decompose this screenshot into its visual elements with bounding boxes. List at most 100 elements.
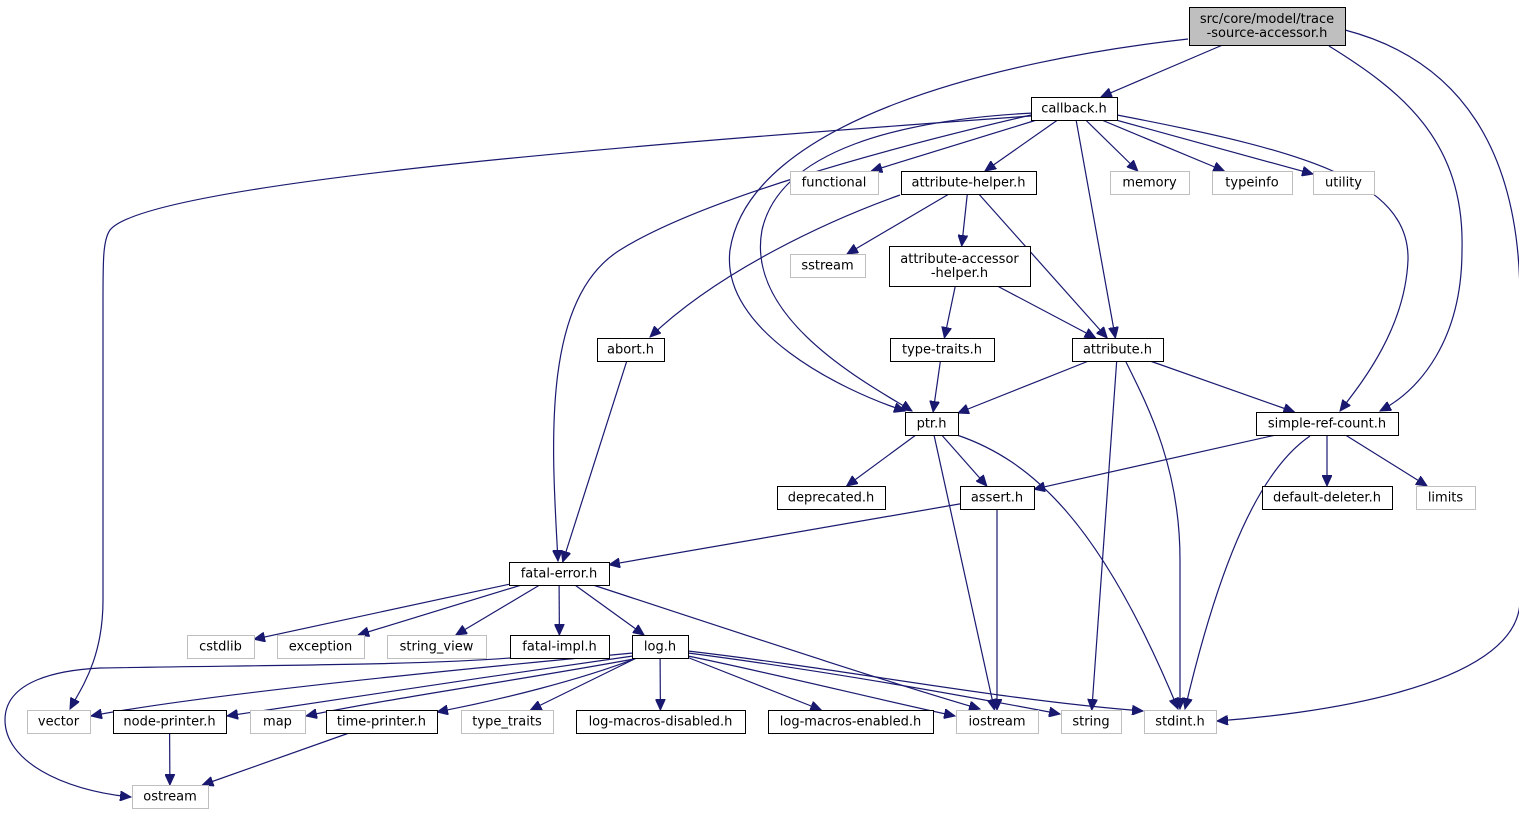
edge-typetraitsh-to-ptr xyxy=(933,360,941,412)
fatal-error-node[interactable]: fatal-error.h xyxy=(509,562,610,586)
node-label: cstdlib xyxy=(199,640,242,655)
node-box xyxy=(113,710,227,734)
edge-callback-to-functional xyxy=(871,119,1037,171)
edge-simpleref-to-limits xyxy=(1345,434,1427,486)
node-label: log-macros-disabled.h xyxy=(589,715,733,730)
node-box xyxy=(1416,486,1476,510)
edge-ptr-to-assert xyxy=(941,434,987,486)
node-box xyxy=(277,635,365,659)
edge-root-to-ptr xyxy=(728,38,1189,411)
utility-node: utility xyxy=(1313,171,1375,195)
node-box xyxy=(576,710,746,734)
node-box xyxy=(1110,171,1190,195)
iostream-node: iostream xyxy=(956,710,1039,734)
edge-attrhelper-to-abort xyxy=(650,194,901,337)
edge-attrhelper-to-attribute xyxy=(978,193,1107,338)
node-label: callback.h xyxy=(1041,102,1107,117)
edge-fatalerror-to-cstdlib xyxy=(254,583,510,639)
node-box xyxy=(1144,710,1217,734)
node-box xyxy=(1212,171,1293,195)
edge-fatalerror-to-exception xyxy=(358,584,522,635)
node-box xyxy=(901,171,1037,195)
type-traits-std-node: type_traits xyxy=(461,710,554,734)
node-label: default-deleter.h xyxy=(1273,491,1381,506)
log-macros-enabled-node[interactable]: log-macros-enabled.h xyxy=(768,710,934,734)
edge-log-to-map xyxy=(306,658,635,716)
edge-assert-to-fatalerror xyxy=(609,503,961,565)
node-box xyxy=(132,785,209,809)
ptr-node[interactable]: ptr.h xyxy=(905,412,959,436)
edge-attrhelper-to-attracc xyxy=(962,193,968,246)
edge-log-to-vector xyxy=(91,652,634,716)
node-label: fatal-error.h xyxy=(521,567,598,582)
node-label: simple-ref-count.h xyxy=(1268,417,1386,432)
node-label: deprecated.h xyxy=(788,491,874,506)
edge-attribute-to-string xyxy=(1092,360,1118,710)
node-label: map xyxy=(263,715,292,730)
exception-node: exception xyxy=(277,635,365,659)
cstdlib-node: cstdlib xyxy=(187,635,255,659)
node-box xyxy=(1256,412,1399,436)
node-label: abort.h xyxy=(607,343,654,358)
time-printer-node[interactable]: time-printer.h xyxy=(326,710,438,734)
node-label: vector xyxy=(38,715,80,730)
node-label: type_traits xyxy=(472,715,542,730)
sstream-node: sstream xyxy=(790,254,866,278)
assert-node[interactable]: assert.h xyxy=(960,486,1035,510)
node-box xyxy=(960,486,1035,510)
node-box xyxy=(1262,486,1393,510)
node-box xyxy=(597,338,665,362)
node-label: node-printer.h xyxy=(123,715,215,730)
attribute-node[interactable]: attribute.h xyxy=(1072,338,1164,362)
node-box xyxy=(250,710,306,734)
edge-callback-to-attrhelper xyxy=(985,119,1058,171)
edge-root-to-simpleref xyxy=(1328,45,1463,411)
edge-log-to-iostream xyxy=(687,655,955,716)
node-box xyxy=(187,635,255,659)
node-label: attribute-helper.h xyxy=(911,176,1025,191)
node-box xyxy=(1061,710,1122,734)
node-label: iostream xyxy=(968,715,1025,730)
node-box xyxy=(890,338,995,362)
typeinfo-node: typeinfo xyxy=(1212,171,1293,195)
callback-node[interactable]: callback.h xyxy=(1031,97,1118,121)
log-node[interactable]: log.h xyxy=(632,635,689,659)
node-box xyxy=(387,635,487,659)
attribute-accessor-helper-node[interactable]: attribute-accessor-helper.h xyxy=(889,246,1031,287)
functional-node: functional xyxy=(790,171,879,195)
log-macros-disabled-node[interactable]: log-macros-disabled.h xyxy=(576,710,746,734)
node-printer-node[interactable]: node-printer.h xyxy=(113,710,227,734)
map-node: map xyxy=(250,710,306,734)
attribute-helper-node[interactable]: attribute-helper.h xyxy=(901,171,1037,195)
simple-ref-count-node[interactable]: simple-ref-count.h xyxy=(1256,412,1399,436)
edge-ptr-to-stdint xyxy=(956,434,1178,709)
type-traits-node[interactable]: type-traits.h xyxy=(890,338,995,362)
node-label: -helper.h xyxy=(931,266,988,281)
edge-log-to-nodeprinter xyxy=(227,655,634,716)
node-box xyxy=(461,710,554,734)
edge-callback-to-fatalerror xyxy=(554,114,1032,561)
edge-simpleref-to-stdint xyxy=(1185,435,1311,709)
node-label: limits xyxy=(1428,491,1464,506)
node-label: fatal-impl.h xyxy=(522,640,596,655)
edge-log-to-stdint xyxy=(687,650,1143,711)
edge-callback-to-ptr xyxy=(759,112,1034,411)
ostream-node: ostream xyxy=(132,785,209,809)
node-label: type-traits.h xyxy=(902,343,982,358)
default-deleter-node[interactable]: default-deleter.h xyxy=(1262,486,1393,510)
deprecated-node[interactable]: deprecated.h xyxy=(777,486,886,510)
nodes: src/core/model/trace-source-accessor.h ca… xyxy=(27,7,1476,809)
node-box xyxy=(1031,97,1118,121)
edge-callback-to-vector xyxy=(70,115,1032,709)
node-label: memory xyxy=(1122,176,1177,191)
string-node: string xyxy=(1061,710,1122,734)
fatal-impl-node[interactable]: fatal-impl.h xyxy=(510,635,610,659)
node-label: log.h xyxy=(644,640,676,655)
node-label: attribute-accessor xyxy=(900,252,1019,267)
edge-root-to-stdint xyxy=(1217,29,1519,721)
edge-attracc-to-attribute xyxy=(997,285,1095,338)
edge-ptr-to-deprecated xyxy=(847,434,917,486)
abort-node[interactable]: abort.h xyxy=(597,338,665,362)
root-node: src/core/model/trace-source-accessor.h xyxy=(1189,7,1346,46)
